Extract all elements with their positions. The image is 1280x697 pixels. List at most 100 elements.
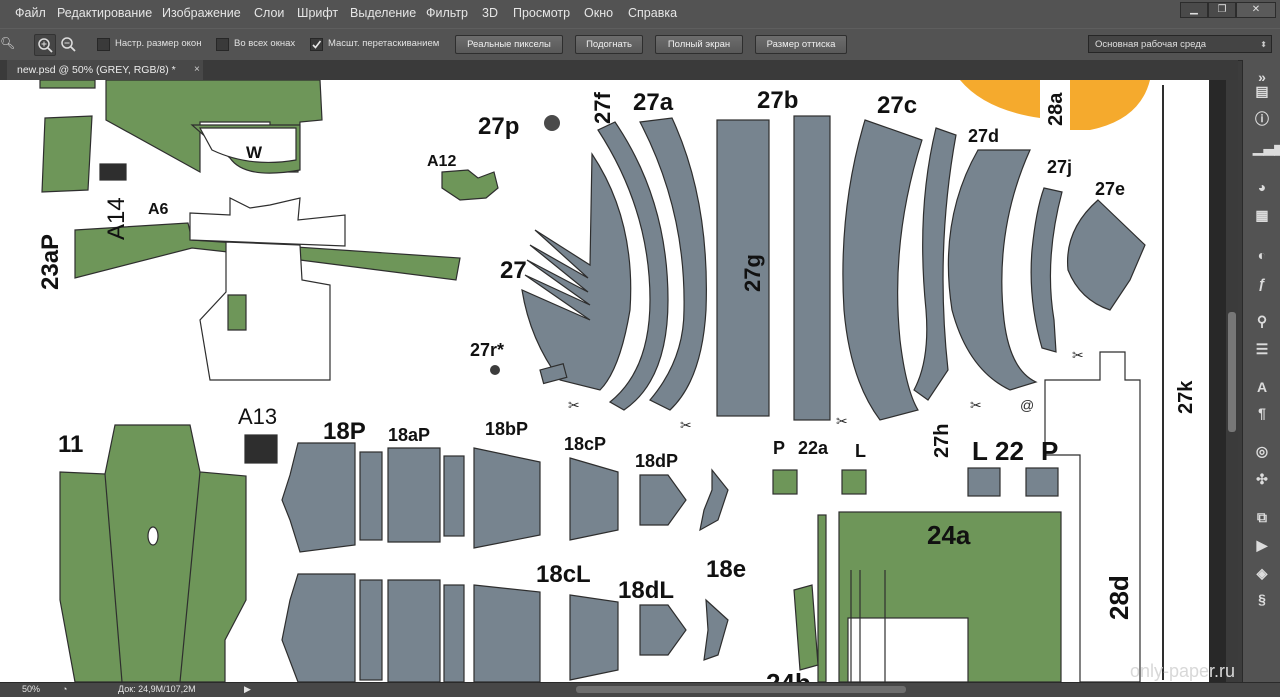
document-tab[interactable]: new.psd @ 50% (GREY, RGB/8) * × (7, 60, 203, 80)
part-18-lower (281, 573, 356, 682)
status-menu-icon[interactable]: ◔ (62, 684, 68, 694)
menu-help[interactable]: Справка (628, 6, 678, 20)
actual-pixels-button[interactable]: Реальные пикселы (455, 35, 563, 54)
label-27b: 27b (757, 87, 798, 114)
color-icon[interactable]: ◕ (1257, 179, 1267, 195)
paths-icon[interactable]: § (1258, 591, 1266, 607)
document-tab-title: new.psd @ 50% (GREY, RGB/8) * (17, 64, 176, 76)
zoom-level[interactable]: 50% (22, 684, 41, 694)
full-screen-button[interactable]: Полный экран (655, 35, 743, 54)
vertical-scrollbar[interactable] (1226, 80, 1238, 682)
zoom-out-icon[interactable] (58, 34, 78, 54)
menu-edit[interactable]: Редактирование (57, 6, 153, 20)
menu-file[interactable]: Файл (15, 6, 46, 20)
label-27p: 27p (478, 113, 519, 140)
styles-icon[interactable]: ƒ (1258, 275, 1266, 291)
info-icon[interactable]: ⓘ (1255, 111, 1269, 127)
menu-image[interactable]: Изображение (162, 6, 241, 20)
part-18ap (387, 447, 441, 543)
document-canvas[interactable]: W A6 A12 A13 A14 23aP 11 18P 18aP 18bP 1… (0, 80, 1209, 682)
label-18bp: 18bP (485, 419, 528, 439)
brush-presets-icon[interactable]: ☰ (1255, 341, 1269, 357)
part-22a-p (772, 469, 798, 495)
scrubby-zoom-label: Масшт. перетаскиванием (328, 38, 440, 49)
part-22-l (967, 467, 1001, 497)
histogram-icon[interactable]: ▁▃▅ (1253, 139, 1280, 155)
adjustments-icon[interactable]: ◐ (1257, 247, 1267, 263)
part-27f (597, 121, 669, 411)
menu-window[interactable]: Окно (584, 6, 614, 20)
scrubby-zoom-checkbox[interactable] (310, 38, 323, 51)
part-27j (1030, 187, 1063, 353)
swatches-icon[interactable]: ▦ (1255, 207, 1269, 223)
layers-icon[interactable]: ◈ (1256, 565, 1268, 581)
label-27k: 27k (1175, 380, 1197, 414)
part-18bp (473, 447, 541, 549)
label-27f: 27f (590, 92, 615, 124)
workspace-value: Основная рабочая среда (1095, 39, 1207, 50)
document-size: Док: 24,9M/107,2M (118, 684, 196, 694)
minimize-button[interactable]: ▁ (1180, 2, 1208, 18)
history-icon[interactable]: ▤ (1255, 83, 1269, 99)
part-18cp (569, 457, 619, 541)
label-11: 11 (58, 431, 83, 458)
part-27 (521, 152, 632, 391)
part-18e (703, 598, 729, 661)
resize-windows-checkbox[interactable] (97, 38, 110, 51)
menu-view[interactable]: Просмотр (513, 6, 571, 20)
all-windows-label: Во всех окнах (234, 38, 296, 49)
label-22-p: P (1041, 436, 1058, 466)
options-bar: 🔍︎ Настр. размер окон Во всех окнах Масш… (0, 28, 1280, 61)
character-icon[interactable]: A (1256, 379, 1268, 395)
part-a14 (99, 163, 127, 181)
label-27h: 27h (931, 424, 953, 458)
menu-layers[interactable]: Слои (254, 6, 285, 20)
label-27d: 27d (968, 126, 999, 146)
label-24a: 24a (927, 520, 971, 550)
label-22: 22 (995, 436, 1024, 466)
part-27r-circle (490, 365, 500, 375)
horizontal-scroll-thumb[interactable] (576, 686, 906, 693)
actions-icon[interactable]: ▶ (1256, 537, 1268, 553)
part-22a-l (841, 469, 867, 495)
part-27c (842, 119, 923, 421)
part-green-left-tall (41, 115, 93, 193)
label-22a: 22a (798, 438, 829, 458)
part-28a-orange (960, 80, 1150, 130)
part-27g (716, 119, 770, 417)
scissors-icon: ✂ (568, 397, 580, 413)
menu-filter[interactable]: Фильтр (426, 6, 468, 20)
zoom-in-icon[interactable] (34, 34, 56, 56)
label-a13: A13 (238, 404, 277, 429)
all-windows-checkbox[interactable] (216, 38, 229, 51)
menu-type[interactable]: Шрифт (297, 6, 339, 20)
close-icon[interactable]: × (194, 64, 200, 75)
fit-screen-button[interactable]: Подогнать (575, 35, 643, 54)
menu-3d[interactable]: 3D (482, 6, 498, 20)
restore-button[interactable]: ❐ (1208, 2, 1236, 18)
3d-icon[interactable]: ◎ (1255, 443, 1269, 459)
label-18p: 18P (323, 418, 366, 445)
vertical-scroll-thumb[interactable] (1228, 312, 1236, 432)
label-18e: 18e (706, 556, 746, 583)
part-27d (947, 149, 1038, 391)
canvas-area[interactable]: W A6 A12 A13 A14 23aP 11 18P 18aP 18bP 1… (0, 80, 1238, 682)
zoom-tool-icon[interactable]: 🔍︎ (0, 36, 16, 50)
transform-icon[interactable]: ✣ (1256, 471, 1268, 487)
close-button[interactable]: ✕ (1236, 2, 1276, 18)
status-arrow-icon[interactable]: ▶ (244, 684, 251, 694)
chevron-updown-icon: ⬍ (1260, 40, 1267, 49)
menu-select[interactable]: Выделение (350, 6, 417, 20)
workspace-select[interactable]: Основная рабочая среда ⬍ (1088, 35, 1272, 53)
document-tab-bar: new.psd @ 50% (GREY, RGB/8) * × (0, 60, 1238, 80)
print-size-button[interactable]: Размер оттиска (755, 35, 847, 54)
paragraph-icon[interactable]: ¶ (1258, 405, 1266, 421)
clone-source-icon[interactable]: ⧉ (1257, 509, 1267, 525)
part-white-body (199, 241, 331, 381)
label-22a-p: P (773, 438, 785, 458)
collapse-panels-icon[interactable]: » (1258, 69, 1266, 85)
brush-icon[interactable]: ⚲ (1256, 313, 1268, 329)
label-18dl: 18dL (618, 577, 674, 604)
label-24b: 24b (766, 668, 811, 682)
label-28a: 28a (1045, 92, 1067, 126)
